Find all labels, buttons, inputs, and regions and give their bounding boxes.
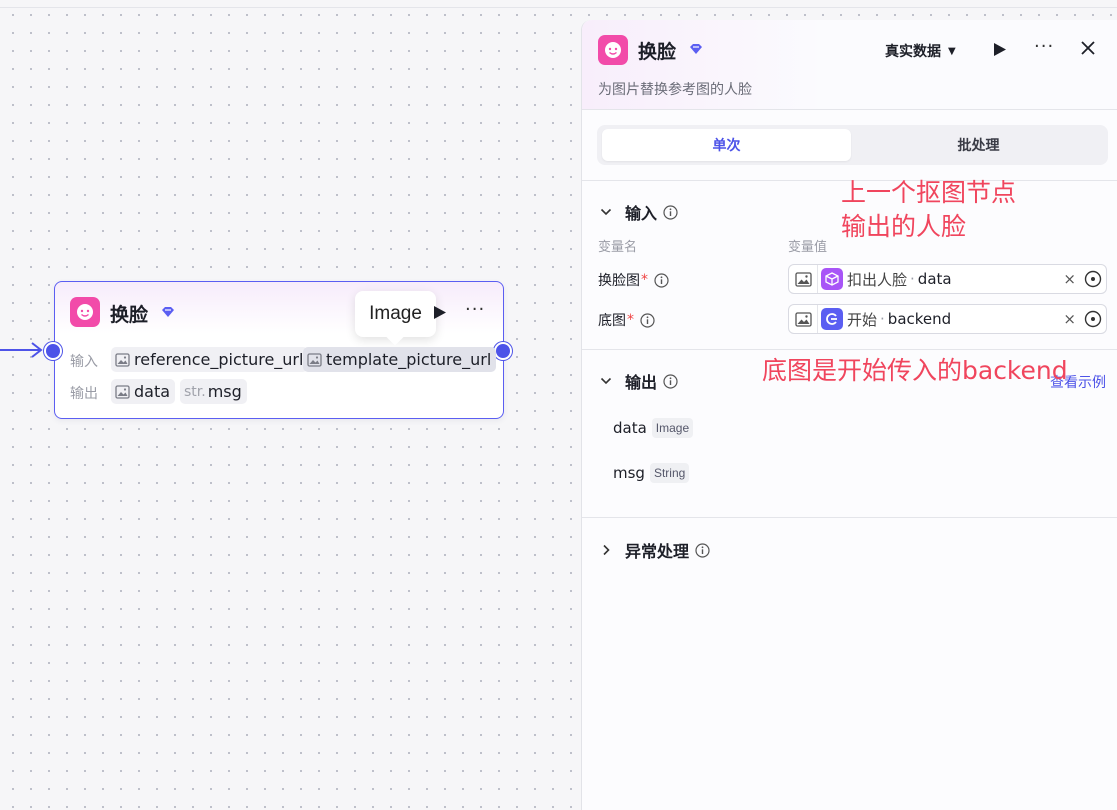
canvas-top-border <box>0 0 1117 8</box>
chevron-right-icon <box>603 544 610 556</box>
face-swap-icon <box>70 297 100 327</box>
output-field-name: msg <box>613 464 645 482</box>
input-name: reference_picture_url <box>134 350 304 369</box>
info-icon[interactable] <box>640 312 655 328</box>
string-type-icon: str. <box>184 383 206 400</box>
field-label-face-image: 换脸图 * <box>598 270 669 290</box>
output-field-data: data Image <box>613 418 694 438</box>
header-divider <box>582 109 1117 110</box>
output-type-tag: Image <box>651 418 694 438</box>
exception-section-toggle[interactable]: 异常处理 <box>600 538 710 562</box>
cube-icon <box>821 268 843 290</box>
input-name: template_picture_url <box>326 350 492 369</box>
input-chip-reference: reference_picture_url <box>111 347 309 372</box>
variable-value-column: 变量值 <box>788 240 828 255</box>
annotation-base-source: 底图是开始传入的backend <box>762 356 1068 385</box>
ref-var-name: data <box>917 270 952 288</box>
annotation-face-source-line2: 输出的人脸 <box>841 212 967 241</box>
output-chip-msg: str. msg <box>180 379 247 404</box>
output-chip-data: data <box>111 379 176 404</box>
run-icon[interactable] <box>993 42 1007 57</box>
output-field-msg: msg String <box>613 463 690 483</box>
incoming-edge[interactable] <box>0 340 60 360</box>
output-section-divider <box>582 517 1117 518</box>
run-mode-tabs: 单次 批处理 <box>597 125 1108 165</box>
field-label-text: 换脸图 <box>598 273 640 289</box>
info-icon[interactable] <box>695 542 710 558</box>
input-section-toggle[interactable]: 输入 <box>600 200 678 224</box>
caret-down-icon: ▼ <box>948 45 956 57</box>
ref-var-name: backend <box>887 310 952 328</box>
face-swap-node[interactable]: 换脸 Image ··· 输入 reference_picture_url te… <box>44 281 512 419</box>
image-type-icon <box>307 352 322 367</box>
image-type-icon <box>115 384 130 399</box>
input-chip-template[interactable]: template_picture_url <box>303 347 497 372</box>
run-icon[interactable] <box>433 305 447 320</box>
target-icon[interactable] <box>1084 270 1102 288</box>
info-icon[interactable] <box>654 272 669 288</box>
more-options-icon[interactable]: ··· <box>1034 36 1055 57</box>
node-output-label: 输出 <box>70 386 98 402</box>
chevron-down-icon <box>600 208 612 216</box>
premium-gem-icon <box>162 307 174 317</box>
ref-node-name: 扣出人脸 <box>847 270 908 289</box>
panel-description: 为图片替换参考图的人脸 <box>598 82 752 98</box>
required-mark: * <box>641 272 648 288</box>
image-type-icon <box>789 265 818 293</box>
input-section-divider <box>582 349 1117 350</box>
reference-chip: 开始 · backend <box>821 308 951 330</box>
target-icon[interactable] <box>1084 310 1102 328</box>
variable-name-column: 变量名 <box>598 240 638 255</box>
tabs-divider <box>582 180 1117 181</box>
output-name: data <box>134 382 171 401</box>
start-node-icon <box>821 308 843 330</box>
field-label-base-image: 底图 * <box>598 310 655 330</box>
input-section-title: 输入 <box>625 204 658 223</box>
input-port[interactable] <box>44 342 62 360</box>
node-title: 换脸 <box>110 304 149 326</box>
base-image-reference-field[interactable]: 开始 · backend × <box>788 304 1107 334</box>
tab-single[interactable]: 单次 <box>602 129 851 161</box>
image-type-icon <box>115 352 130 367</box>
tab-batch[interactable]: 批处理 <box>957 138 1000 154</box>
close-icon[interactable] <box>1080 40 1096 56</box>
data-mode-label: 真实数据 <box>885 44 941 60</box>
panel-title: 换脸 <box>638 41 677 63</box>
info-icon[interactable] <box>663 204 678 220</box>
node-config-panel: 换脸 真实数据 ▼ ··· 为图片替换参考图的人脸 单次 批处理 输入 变量名 … <box>581 20 1117 810</box>
ref-node-name: 开始 <box>847 310 878 329</box>
output-field-name: data <box>613 419 647 437</box>
output-port[interactable] <box>494 342 512 360</box>
panel-header-background <box>582 20 1117 110</box>
clear-icon[interactable]: × <box>1063 270 1076 288</box>
output-type-tag: String <box>649 463 690 483</box>
ref-separator: · <box>910 270 915 288</box>
data-mode-dropdown[interactable]: 真实数据 ▼ <box>885 41 956 61</box>
output-section-title: 输出 <box>625 373 658 392</box>
output-section-toggle[interactable]: 输出 <box>600 369 678 393</box>
ref-separator: · <box>880 310 885 328</box>
reference-chip: 扣出人脸 · data <box>821 268 952 290</box>
image-type-icon <box>789 305 818 333</box>
output-name: msg <box>207 382 242 401</box>
exception-section-title: 异常处理 <box>625 542 690 561</box>
chevron-down-icon <box>600 377 612 385</box>
more-options-icon[interactable]: ··· <box>465 299 486 320</box>
face-image-reference-field[interactable]: 扣出人脸 · data × <box>788 264 1107 294</box>
premium-gem-icon <box>690 44 702 54</box>
type-tooltip: Image <box>355 291 436 337</box>
node-input-label: 输入 <box>70 354 98 370</box>
view-example-link[interactable]: 查看示例 <box>1050 375 1106 391</box>
annotation-face-source-line1: 上一个抠图节点 <box>841 178 1017 207</box>
face-swap-icon <box>598 35 628 65</box>
required-mark: * <box>627 312 634 328</box>
info-icon[interactable] <box>663 373 678 389</box>
clear-icon[interactable]: × <box>1063 310 1076 328</box>
field-label-text: 底图 <box>598 313 626 329</box>
